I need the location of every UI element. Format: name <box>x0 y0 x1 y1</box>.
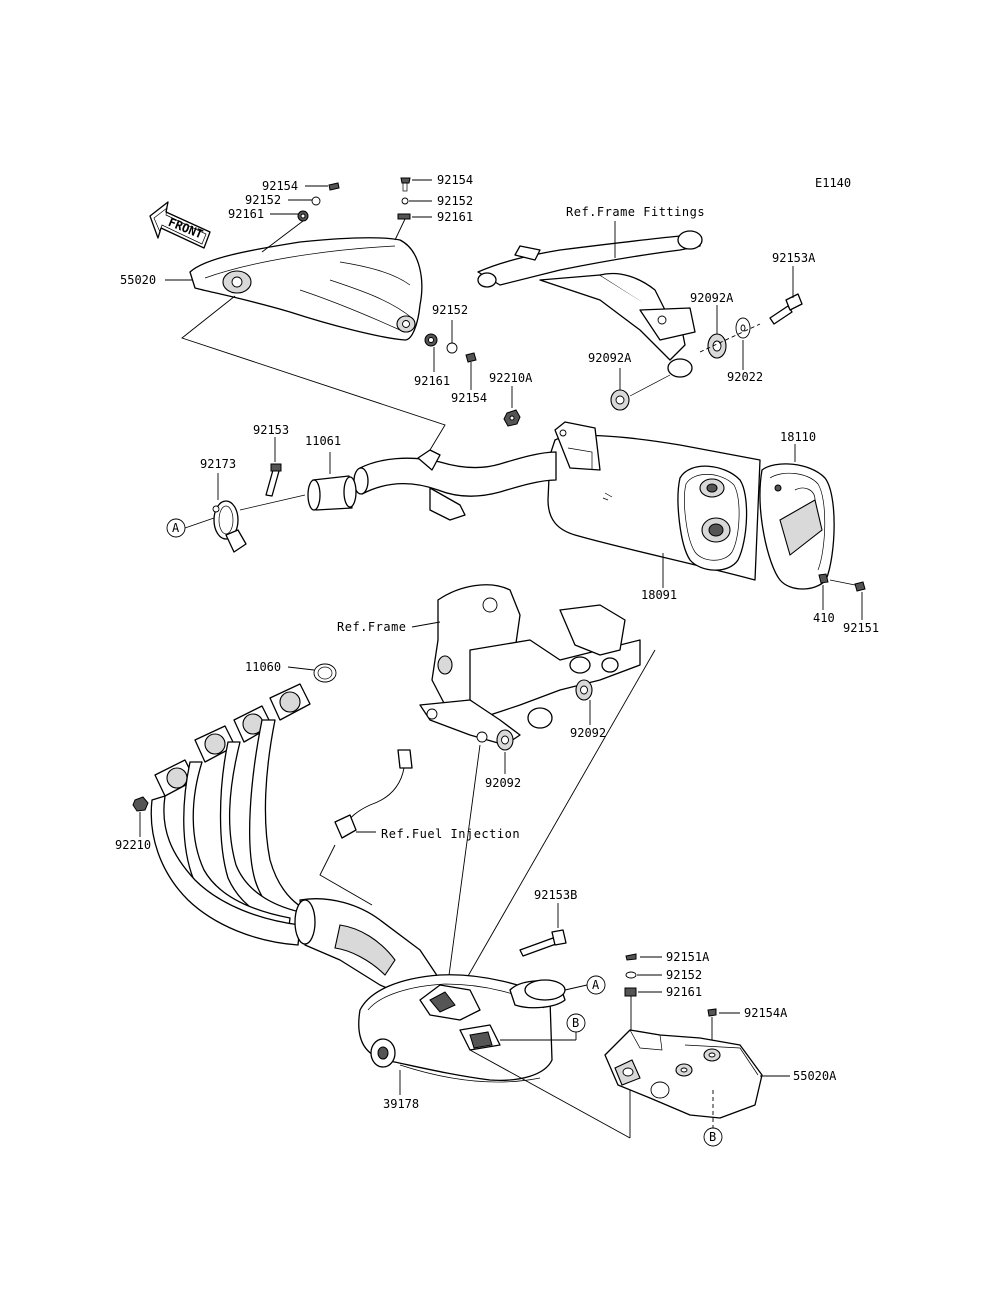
label-18091: 18091 <box>641 588 677 602</box>
o2-sensor <box>334 749 413 839</box>
gasket-11060 <box>313 663 337 683</box>
label-11061: 11061 <box>305 434 341 448</box>
label-55020: 55020 <box>120 273 156 287</box>
screw-92154A <box>707 1008 717 1017</box>
fastener-stack-middle <box>394 177 411 241</box>
label-92161-d: 92161 <box>666 985 702 999</box>
screw-92151 <box>854 581 866 592</box>
callout-A-top: A <box>172 521 180 535</box>
label-92092-a: 92092 <box>570 726 606 740</box>
heat-shield-55020 <box>189 237 423 341</box>
washer-92022 <box>735 317 751 339</box>
label-92092A-a: 92092A <box>690 291 734 305</box>
clamp-92173 <box>212 500 247 553</box>
fastener-stack-lower <box>624 953 637 1032</box>
label-92161-b: 92161 <box>437 210 473 224</box>
label-92152-c: 92152 <box>432 303 468 317</box>
label-92151A: 92151A <box>666 950 710 964</box>
link-pipe <box>353 449 557 521</box>
label-92153: 92153 <box>253 423 289 437</box>
diagram-code: E1140 <box>815 176 851 190</box>
label-39178: 39178 <box>383 1097 419 1111</box>
label-18110: 18110 <box>780 430 816 444</box>
label-92152-b: 92152 <box>437 194 473 208</box>
fastener-stack-left <box>261 182 340 253</box>
heat-shield-55020A <box>604 1029 763 1119</box>
label-92152-d: 92152 <box>666 968 702 982</box>
label-92161-a: 92161 <box>228 207 264 221</box>
muffler-18091 <box>547 421 761 581</box>
lower-pipe-end <box>509 979 566 1009</box>
label-92153B: 92153B <box>534 888 577 902</box>
collar-92092-a <box>575 679 593 701</box>
ref-frame-fittings: Ref.Frame Fittings <box>566 205 705 219</box>
label-55020A: 55020A <box>793 1069 837 1083</box>
label-92092-b: 92092 <box>485 776 521 790</box>
label-92152-a: 92152 <box>245 193 281 207</box>
ref-frame: Ref.Frame <box>337 620 407 634</box>
ref-fuel-injection: Ref.Fuel Injection <box>381 827 520 841</box>
collar-92092A-b <box>610 389 630 411</box>
collar-92092-b <box>496 729 514 751</box>
frame-part <box>419 584 641 746</box>
fastener-stack-right <box>424 333 477 363</box>
label-92151: 92151 <box>843 621 879 635</box>
label-92154-b: 92154 <box>437 173 473 187</box>
label-410: 410 <box>813 611 835 625</box>
exhaust-headers <box>150 683 441 1001</box>
bolt-92153B <box>519 929 567 957</box>
frame-fittings-bracket <box>477 230 703 378</box>
front-arrow-icon: FRONT <box>149 201 211 249</box>
bolt-92153A <box>769 293 803 325</box>
lower-muffler-39178 <box>358 974 553 1083</box>
end-cover-18110 <box>759 463 835 590</box>
label-92154-c: 92154 <box>451 391 487 405</box>
label-92173: 92173 <box>200 457 236 471</box>
callout-A-bottom: A <box>592 978 600 992</box>
bolt-92153 <box>265 463 282 497</box>
label-11060: 11060 <box>245 660 281 674</box>
label-92092A-b: 92092A <box>588 351 632 365</box>
part-410 <box>818 573 829 584</box>
label-92022: 92022 <box>727 370 763 384</box>
label-92210A: 92210A <box>489 371 533 385</box>
callout-B-bottom: B <box>709 1130 716 1144</box>
nut-92210 <box>132 796 149 812</box>
label-92210: 92210 <box>115 838 151 852</box>
label-92153A: 92153A <box>772 251 816 265</box>
label-92154A: 92154A <box>744 1006 788 1020</box>
gasket-11061 <box>307 475 357 511</box>
callout-B-middle: B <box>572 1016 579 1030</box>
collar-92092A-a <box>707 333 727 359</box>
nut-92210A <box>503 409 521 427</box>
label-92154-a: 92154 <box>262 179 298 193</box>
label-92161-c: 92161 <box>414 374 450 388</box>
